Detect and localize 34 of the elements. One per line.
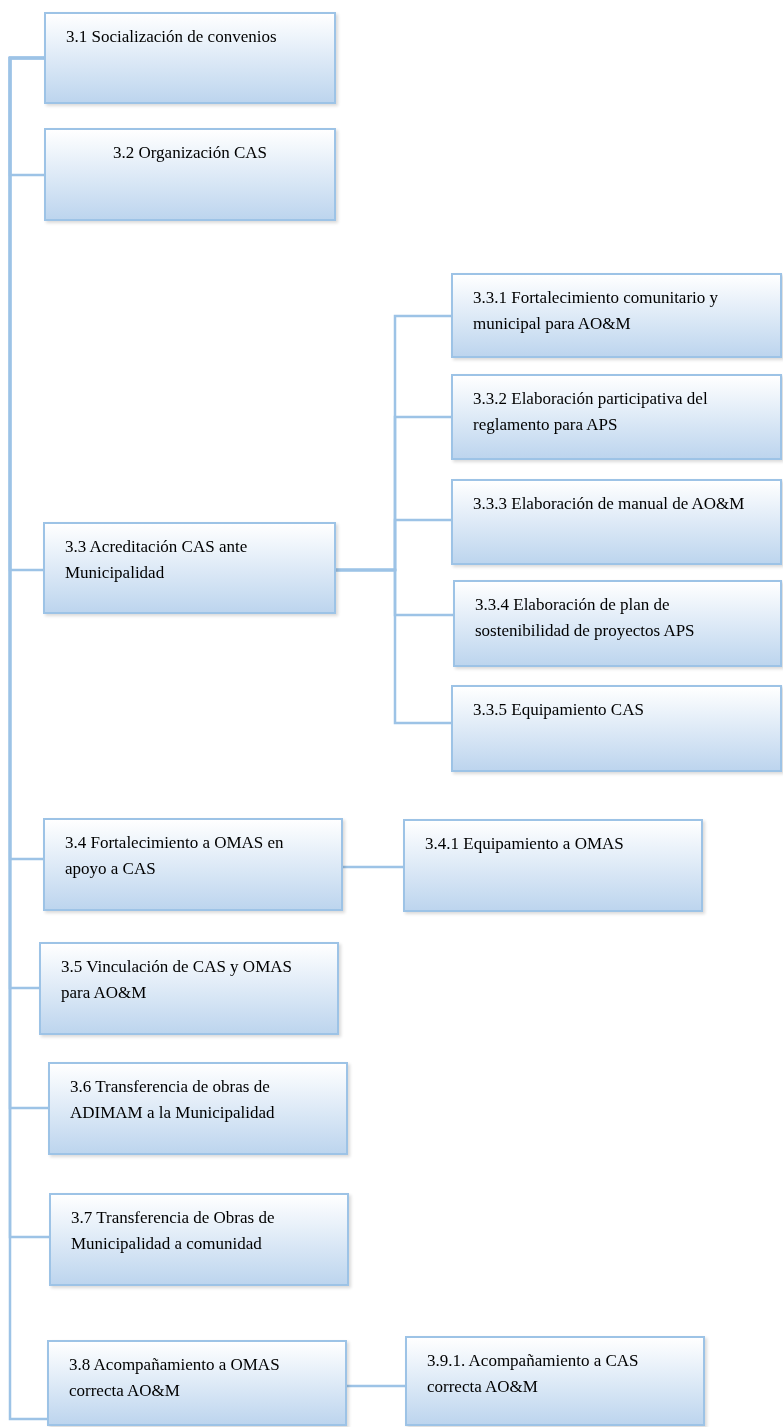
box-label: 3.3.4 Elaboración de plan de sostenibilidad de proyectos APS [475,594,696,642]
process-box [43,522,336,614]
process-box [405,1336,705,1426]
process-box [451,685,782,772]
box-label: 3.4 Fortalecimiento a OMAS en apoyo a CAS [65,832,285,880]
box-label: 3.3.5 Equipamiento CAS [473,699,645,721]
process-box [451,273,782,358]
process-box [451,374,782,460]
box-label: 3.3.2 Elaboración participativa del reglamento para APS [473,388,709,436]
process-box [44,128,336,221]
process-box [39,942,339,1035]
connector-line [336,568,451,725]
process-box [403,819,703,912]
box-label: 3.7 Transferencia de Obras de Municipalidad a comunidad [71,1207,276,1255]
process-box [44,12,336,104]
process-box [49,1193,349,1286]
box-label: 3.3 Acreditación CAS ante Municipalidad [65,536,249,584]
box-label: 3.3.1 Fortalecimiento comunitario y municipal para AO&M [473,287,720,335]
box-label: 3.6 Transferencia de obras de ADIMAM a la Municipalidad [70,1076,276,1124]
box-label: 3.3.3 Elaboración de manual de AO&M [473,493,746,515]
connector-line [8,56,47,1421]
box-label: 3.1 Socialización de convenios [66,26,278,48]
box-label: 3.2 Organización CAS [111,142,269,164]
process-box [453,580,782,667]
process-box [451,479,782,565]
process-box [43,818,343,911]
process-box [48,1062,348,1155]
box-label: 3.8 Acompañamiento a OMAS correcta AO&M [69,1354,281,1402]
box-label: 3.4.1 Equipamiento a OMAS [425,833,625,855]
box-label: 3.9.1. Acompañamiento a CAS correcta AO&M [427,1350,640,1398]
process-box [47,1340,347,1426]
connector-line [347,1384,405,1388]
box-label: 3.5 Vinculación de CAS y OMAS para AO&M [61,956,293,1004]
connector-line [343,865,403,869]
